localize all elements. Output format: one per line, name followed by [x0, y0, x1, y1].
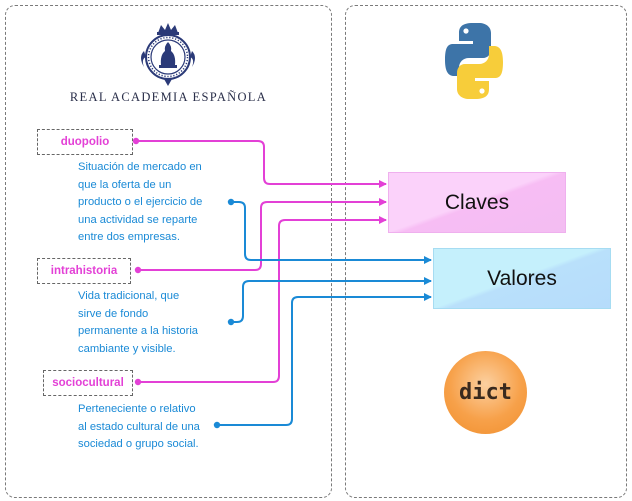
- term-duopolio: duopolio: [37, 129, 133, 155]
- keys-box: Claves: [388, 172, 566, 233]
- keys-label: Claves: [444, 190, 510, 214]
- definition-intrahistoria: Vida tradicional, que sirve de fondo per…: [78, 290, 199, 355]
- definition-duopolio: Situación de mercado en que la oferta de…: [78, 161, 203, 243]
- term-sociocultural: sociocultural: [43, 370, 133, 396]
- academy-name: REAL ACADEMIA ESPAÑOLA: [69, 90, 268, 104]
- dict-label: dict: [459, 380, 512, 405]
- term-intrahistoria: intrahistoria: [37, 258, 131, 284]
- definition-sociocultural: Perteneciente o relativo al estado cultu…: [78, 403, 200, 450]
- values-label: Valores: [487, 266, 557, 290]
- dict-badge: dict: [444, 351, 527, 434]
- values-box: Valores: [433, 248, 611, 309]
